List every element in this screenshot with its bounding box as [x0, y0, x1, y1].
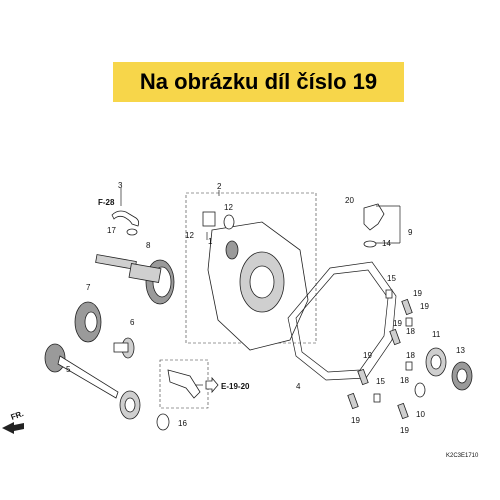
- callout-9: 9: [408, 228, 413, 237]
- part-number-banner: Na obrázku díl číslo 19: [113, 62, 404, 102]
- bearing-lower: [119, 390, 141, 420]
- washer-18-b: [405, 361, 413, 371]
- callout-15-b: 15: [376, 377, 385, 386]
- gear-7: [74, 301, 102, 343]
- callout-3: 3: [118, 181, 123, 190]
- bearing-11: [425, 347, 447, 377]
- callout-7: 7: [86, 283, 91, 292]
- callout-19-b: 19: [393, 319, 402, 328]
- callout-19-f: 19: [420, 302, 429, 311]
- main-shaft-5: [44, 343, 119, 399]
- callout-1: 1: [208, 237, 213, 246]
- washer-10: [414, 382, 426, 398]
- callout-8: 8: [146, 241, 151, 250]
- ref-e1920: E-19-20: [221, 382, 250, 391]
- callout-17: 17: [107, 226, 116, 235]
- callout-19-e: 19: [400, 426, 409, 435]
- callout-20: 20: [345, 196, 354, 205]
- callout-12-b: 12: [224, 203, 233, 212]
- callout-5: 5: [66, 365, 71, 374]
- callout-4: 4: [296, 382, 301, 391]
- oring-16: [156, 413, 170, 431]
- oil-seal-13: [451, 361, 473, 391]
- leader-lines: [120, 188, 401, 386]
- banner-text: Na obrázku díl číslo 19: [139, 69, 378, 94]
- callout-18-c: 18: [400, 376, 409, 385]
- pinion-6: [113, 337, 135, 359]
- crankcase-cover-2: [207, 221, 309, 351]
- speed-sensor: [363, 203, 385, 248]
- clip-part: [126, 228, 138, 236]
- ref-arrow-icon: [205, 376, 219, 394]
- callout-14: 14: [382, 239, 391, 248]
- bolt-19-d: [347, 392, 359, 410]
- bearing-12a: [202, 211, 216, 227]
- ref-f28: F-28: [98, 198, 115, 207]
- callout-2: 2: [217, 182, 222, 191]
- dowel-15-b: [373, 393, 381, 403]
- callout-15-a: 15: [387, 274, 396, 283]
- callout-10: 10: [416, 410, 425, 419]
- callout-19-c: 19: [363, 351, 372, 360]
- hose-part: [111, 210, 140, 227]
- bolt-19-c: [357, 368, 369, 386]
- callout-11: 11: [432, 330, 441, 339]
- callout-19-a: 19: [413, 289, 422, 298]
- callout-12-a: 12: [185, 231, 194, 240]
- bolt-19-a: [401, 298, 413, 316]
- bolt-19-e: [397, 402, 409, 420]
- bracket-part: [167, 369, 201, 399]
- callout-13: 13: [456, 346, 465, 355]
- callout-18-b: 18: [406, 351, 415, 360]
- callout-18-a: 18: [406, 327, 415, 336]
- callout-6: 6: [130, 318, 135, 327]
- gasket-4: [287, 261, 397, 381]
- diagram-code: K2C3E1710: [446, 453, 479, 459]
- washer-18-a: [405, 317, 413, 327]
- bearing-12b: [223, 214, 235, 230]
- shaft-gear-8: [95, 254, 175, 305]
- dowel-15-a: [385, 289, 393, 299]
- front-arrow-icon: [2, 422, 24, 434]
- bolt-19-b: [389, 328, 401, 346]
- callout-16: 16: [178, 419, 187, 428]
- ref-fr: FR.: [10, 409, 25, 422]
- callout-19-d: 19: [351, 416, 360, 425]
